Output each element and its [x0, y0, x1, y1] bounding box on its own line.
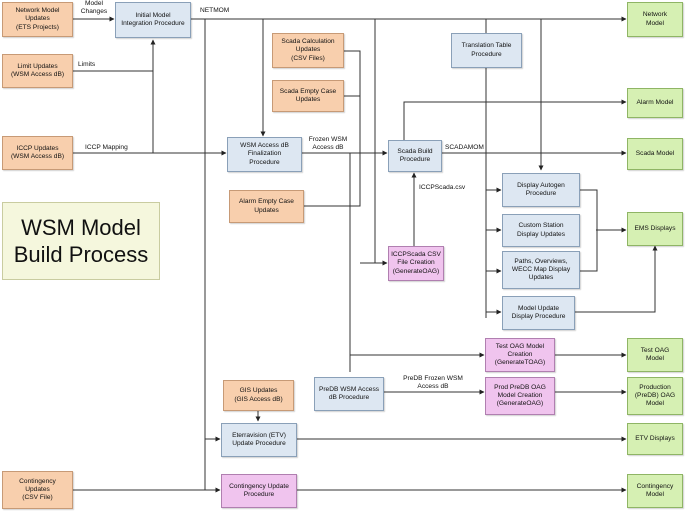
ems-displays-box: EMS Displays — [627, 212, 683, 246]
contingency-updates-box: Contingency Updates (CSV File) — [2, 471, 73, 509]
network-model-updates-box: Network Model Updates (ETS Projects) — [2, 2, 73, 37]
iccpscada-csv-creation-box: ICCPScada CSV File Creation (GenerateOAG… — [388, 246, 444, 281]
eterravision-update-box: Eterravision (ETV) Update Procedure — [221, 423, 297, 457]
gis-updates-box: GIS Updates (GIS Access dB) — [223, 380, 294, 411]
connector — [580, 189, 598, 230]
limits-label: Limits — [78, 61, 96, 68]
custom-station-display-box: Custom Station Display Updates — [502, 214, 580, 247]
test-oag-model-box: Test OAG Model — [627, 338, 683, 372]
predb-frozen-label: PreDB Frozen WSM Access dB — [403, 375, 463, 390]
model-update-display-box: Model Update Display Procedure — [502, 296, 575, 330]
production-oag-model-box: Production (PreDB) OAG Model — [627, 377, 683, 415]
limit-updates-box: Limit Updates (WSM Access dB) — [2, 54, 73, 88]
display-autogen-box: Display Autogen Procedure — [502, 173, 580, 207]
scada-calculation-updates-box: Scada Calculation Updates (CSV Files) — [272, 33, 344, 68]
iccpscada-csv-label: ICCPScada.csv — [419, 184, 466, 191]
network-model-box: Network Model — [627, 2, 683, 37]
paths-overviews-box: Paths, Overviews, WECC Map Display Updat… — [502, 251, 580, 289]
iccp-mapping-label: ICCP Mapping — [85, 144, 128, 151]
iccp-updates-box: ICCP Updates (WSM Access dB) — [2, 136, 73, 170]
initial-model-integration-box: Initial Model Integration Procedure — [115, 2, 191, 38]
connector — [403, 99, 627, 140]
scada-build-box: Scada Build Procedure — [388, 140, 442, 172]
translation-table-box: Translation Table Procedure — [451, 33, 522, 68]
connector — [575, 245, 658, 313]
wsm-access-finalization-box: WSM Access dB Finalization Procedure — [227, 137, 302, 172]
alarm-model-box: Alarm Model — [627, 88, 683, 118]
connector — [304, 153, 361, 207]
etv-displays-box: ETV Displays — [627, 423, 683, 455]
scada-empty-case-box: Scada Empty Case Updates — [272, 80, 344, 112]
connector — [580, 230, 598, 272]
contingency-model-box: Contingency Model — [627, 474, 683, 508]
predb-wsm-access-box: PreDB WSM Access dB Procedure — [314, 377, 384, 411]
frozen-wsm-label: Frozen WSM Access dB — [308, 136, 348, 151]
alarm-empty-case-box: Alarm Empty Case Updates — [229, 190, 304, 223]
contingency-update-procedure-box: Contingency Update Procedure — [221, 474, 297, 508]
test-oag-model-creation-box: Test OAG Model Creation (GenerateTOAG) — [485, 338, 555, 372]
scadamom-label: SCADAMOM — [445, 144, 484, 151]
netmom-label: NETMOM — [200, 7, 230, 14]
model-changes-label: Model Changes — [80, 0, 108, 15]
connector — [344, 50, 361, 153]
scada-model-box: Scada Model — [627, 138, 683, 170]
prod-predb-oag-creation-box: Prod PreDB OAG Model Creation (GenerateO… — [485, 377, 555, 415]
diagram-title: WSM Model Build Process — [2, 202, 160, 280]
